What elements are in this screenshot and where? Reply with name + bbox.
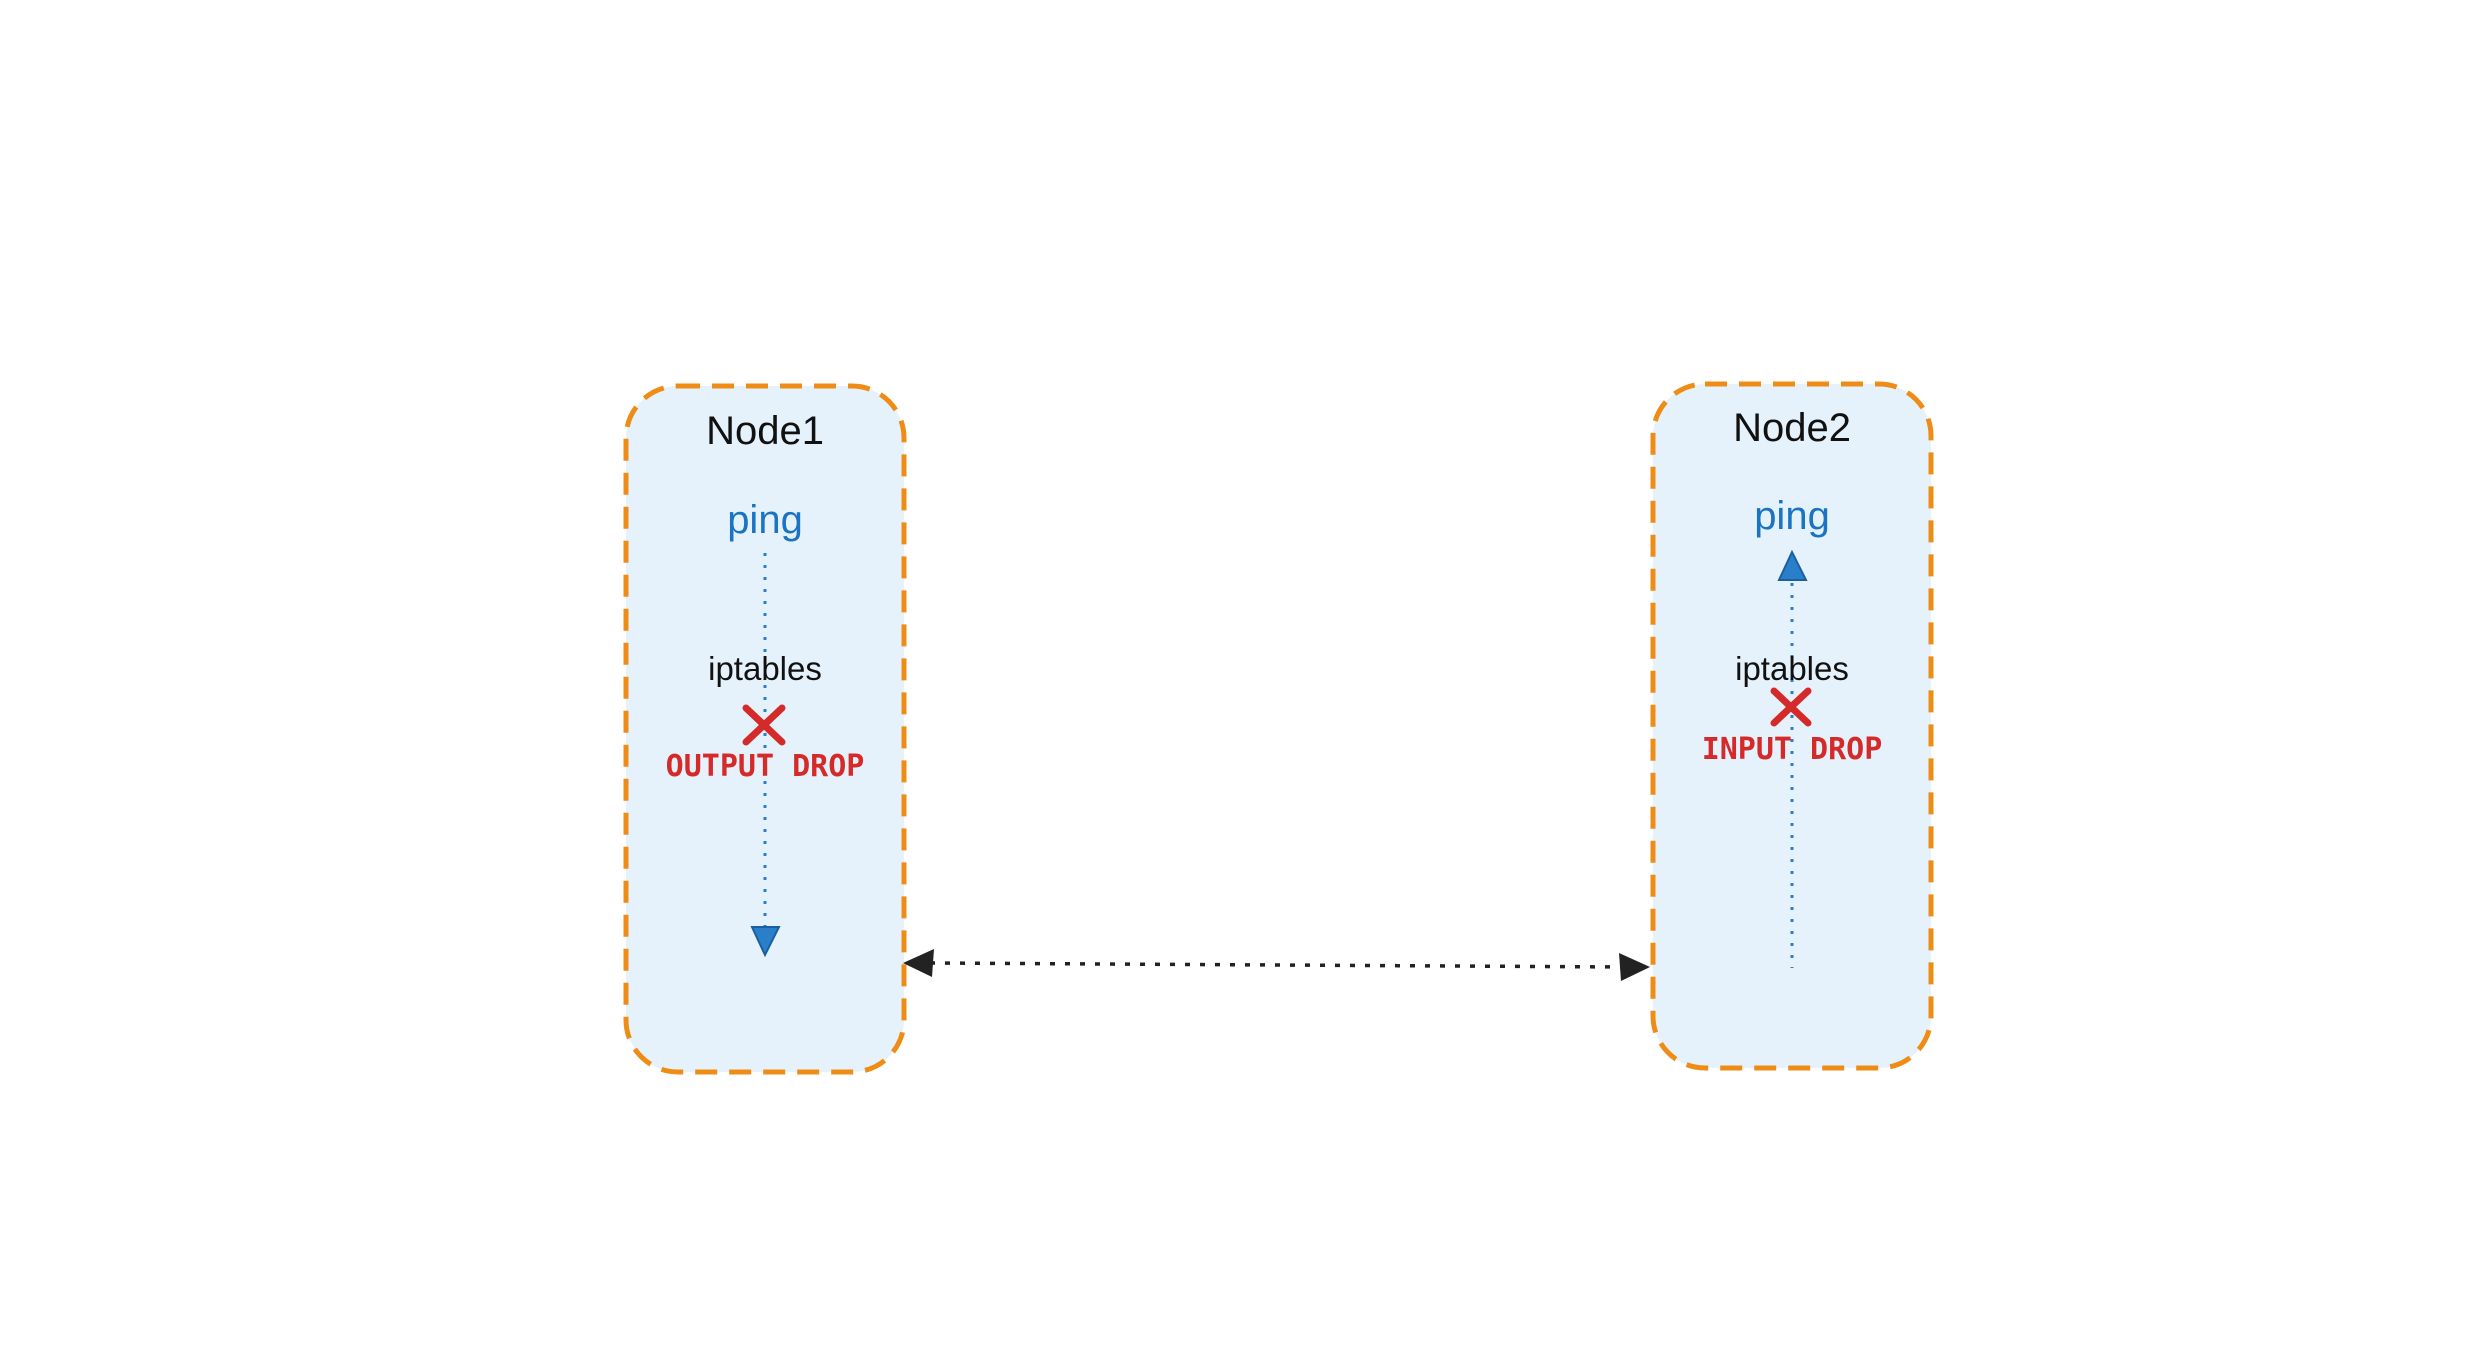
node-1: Node1 ping iptables OUTPUT DROP (623, 383, 907, 1075)
node-1-ping-label: ping (727, 498, 803, 542)
arrow-left-icon (903, 949, 934, 977)
node-2-iptables-label: iptables (1735, 650, 1849, 687)
node-1-rule-label: OUTPUT DROP (666, 749, 865, 784)
triangle-arrow-icon (750, 926, 781, 958)
node-2-box (1650, 381, 1934, 1071)
node-1-title: Node1 (706, 409, 824, 453)
arrow-right-icon (1619, 953, 1650, 981)
cross-icon (1770, 687, 1812, 727)
node-2-ping-label: ping (1754, 494, 1830, 538)
triangle-arrow-icon (1777, 549, 1808, 581)
network-link (903, 949, 1650, 981)
node-2-title: Node2 (1733, 406, 1851, 450)
node-1-iptables-label: iptables (708, 650, 822, 687)
network-link-line (929, 961, 1626, 969)
node-2-rule-label: INPUT DROP (1702, 732, 1883, 767)
cross-icon (742, 704, 786, 746)
node-2: Node2 ping iptables INPUT DROP (1650, 381, 1934, 1071)
